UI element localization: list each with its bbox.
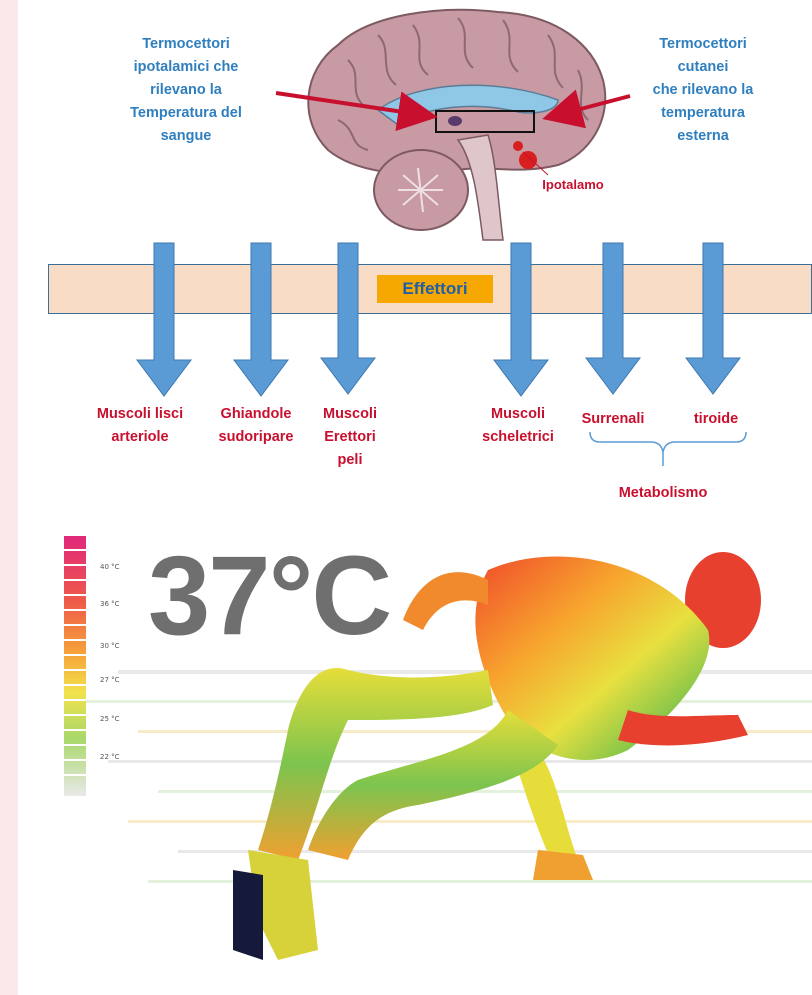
scale-label-2: 36 °C bbox=[100, 600, 120, 608]
temperature-readout: 37°C bbox=[148, 540, 390, 652]
arrow-smooth-muscle bbox=[137, 243, 191, 396]
target-adrenals: Surrenali bbox=[566, 408, 660, 431]
target-piloerector: MuscoliErettoripeli bbox=[300, 403, 400, 472]
scale-label-6: 22 °C bbox=[100, 753, 120, 761]
target-thyroid: tiroide bbox=[678, 408, 754, 431]
temperature-scale-bar bbox=[64, 536, 86, 796]
target-skeletal-muscle: Muscolischeletrici bbox=[468, 403, 568, 449]
thermal-runner-image bbox=[18, 520, 812, 995]
effectors-label: Effettori bbox=[377, 275, 493, 303]
scale-label-1: 40 °C bbox=[100, 563, 120, 571]
arrow-skeletal-muscle bbox=[494, 243, 548, 396]
arrow-adrenals bbox=[586, 243, 640, 394]
arrow-piloerector bbox=[321, 243, 375, 394]
scale-label-3: 30 °C bbox=[100, 642, 120, 650]
arrow-thyroid bbox=[686, 243, 740, 394]
metabolism-bracket bbox=[590, 432, 746, 452]
target-sweat-glands: Ghiandolesudoripare bbox=[200, 403, 312, 449]
scale-label-5: 25 °C bbox=[100, 715, 120, 723]
target-smooth-muscle: Muscoli lisciarteriole bbox=[80, 403, 200, 449]
arrow-sweat-glands bbox=[234, 243, 288, 396]
scale-label-4: 27 °C bbox=[100, 676, 120, 684]
diagram-canvas: Termocettori ipotalamici che rilevano la… bbox=[18, 0, 812, 995]
metabolism-label: Metabolismo bbox=[596, 482, 730, 505]
